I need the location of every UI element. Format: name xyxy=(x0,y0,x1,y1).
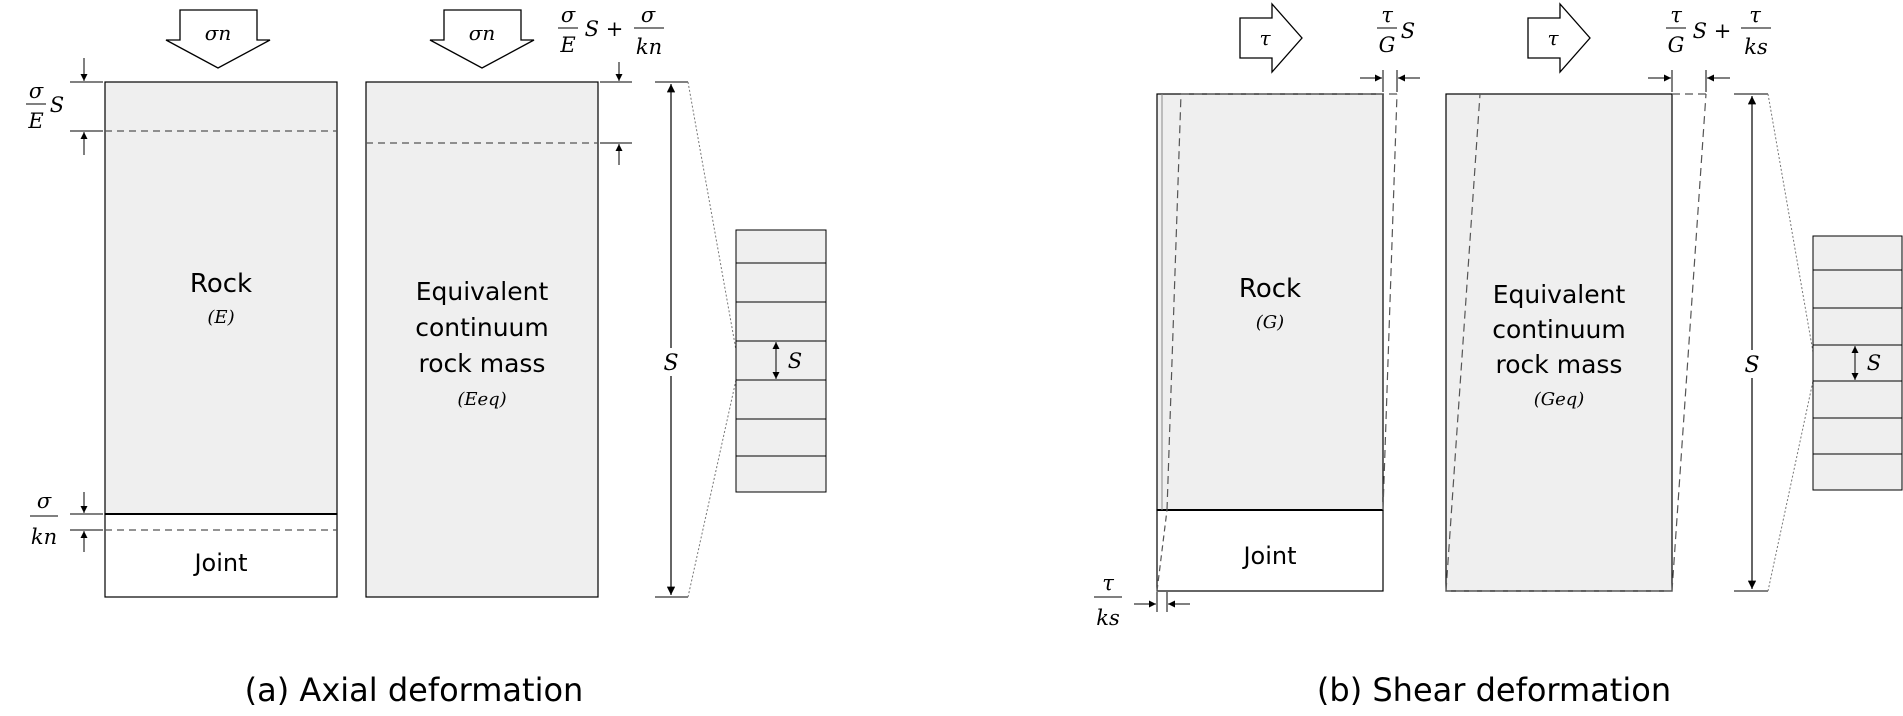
dim-rock-suffix-a: S xyxy=(50,93,64,117)
dim-joint-num-a: σ xyxy=(37,489,52,513)
continuum-line2-a: continuum xyxy=(415,313,549,342)
dim-total-den1-b: G xyxy=(1668,33,1685,57)
panel-shear: Rock (G) Joint Equivalent continuum rock… xyxy=(1094,2,1903,709)
joint-block-b xyxy=(1156,509,1384,592)
dim-total-num1-b: τ xyxy=(1670,3,1682,27)
continuum-block-b xyxy=(1445,93,1673,592)
dim-rock-den-a: E xyxy=(27,109,43,133)
joint-label-a: Joint xyxy=(192,549,247,577)
continuum-line2-b: continuum xyxy=(1492,315,1626,344)
dim-rock-den-b: G xyxy=(1379,33,1396,57)
shear-arrow-label-b1: τ xyxy=(1259,26,1271,50)
shear-arrow-label-b2: τ xyxy=(1547,26,1559,50)
rock-modulus-a: (E) xyxy=(207,307,234,328)
dim-rock-num-b: τ xyxy=(1381,3,1393,27)
spacing-label-a: S xyxy=(663,351,678,376)
dim-total-num2-a: σ xyxy=(641,3,656,27)
rock-block-b xyxy=(1156,93,1384,511)
rock-label-b: Rock xyxy=(1239,274,1301,304)
joint-deformed-left-b xyxy=(1156,509,1168,592)
continuum-line1-b: Equivalent xyxy=(1493,280,1626,309)
panel-axial: Rock (E) Joint Equivalent continuum rock… xyxy=(26,3,827,709)
dim-joint-den-b: ks xyxy=(1096,606,1120,630)
dim-total-den2-a: kn xyxy=(636,35,662,59)
layer-inset-a: S xyxy=(735,229,827,493)
load-arrow-icon xyxy=(165,9,271,69)
continuum-line3-a: rock mass xyxy=(419,349,546,378)
dim-total-num1-a: σ xyxy=(561,3,576,27)
continuum-modulus-a: (Eeq) xyxy=(457,389,506,410)
dim-joint-num-b: τ xyxy=(1102,571,1114,595)
joint-block-a xyxy=(104,513,338,598)
caption-b: (b) Shear deformation xyxy=(1317,671,1671,709)
rock-label-a: Rock xyxy=(190,269,252,299)
load-arrow-label-a1: σn xyxy=(205,21,232,45)
spacing-label-b: S xyxy=(1744,353,1759,378)
dim-total-den2-b: ks xyxy=(1744,35,1768,59)
dim-rock-suffix-b: S xyxy=(1401,19,1415,43)
dim-total-mid-b: S + xyxy=(1693,19,1732,43)
continuum-deformed-left-b xyxy=(1445,93,1481,592)
continuum-line1-a: Equivalent xyxy=(416,277,549,306)
layer-inset-b: S xyxy=(1812,235,1903,491)
caption-a: (a) Axial deformation xyxy=(245,671,584,709)
joint-label-b: Joint xyxy=(1241,542,1296,570)
rock-modulus-b: (G) xyxy=(1256,312,1284,333)
dim-total-den1-a: E xyxy=(559,33,575,57)
load-arrow-icon xyxy=(429,9,535,69)
rock-block-a xyxy=(104,81,338,515)
continuum-block-a xyxy=(365,81,599,598)
zoom-spacing-label-b: S xyxy=(1867,351,1881,375)
rock-deformed-right-b xyxy=(1382,93,1398,511)
dim-rock-num-a: σ xyxy=(29,79,44,103)
load-arrow-label-a2: σn xyxy=(469,21,496,45)
zoom-spacing-label-a: S xyxy=(788,349,802,373)
dim-total-num2-b: τ xyxy=(1749,3,1761,27)
continuum-deformed-right-b xyxy=(1671,93,1707,592)
dim-joint-den-a: kn xyxy=(31,525,57,549)
dim-total-mid-a: S + xyxy=(585,17,624,41)
shear-arrow-icon xyxy=(1527,2,1591,74)
rock-deformed-left-b xyxy=(1166,93,1182,511)
continuum-modulus-b: (Geq) xyxy=(1534,389,1585,410)
continuum-line3-b: rock mass xyxy=(1496,350,1623,379)
shear-arrow-icon xyxy=(1239,2,1303,74)
